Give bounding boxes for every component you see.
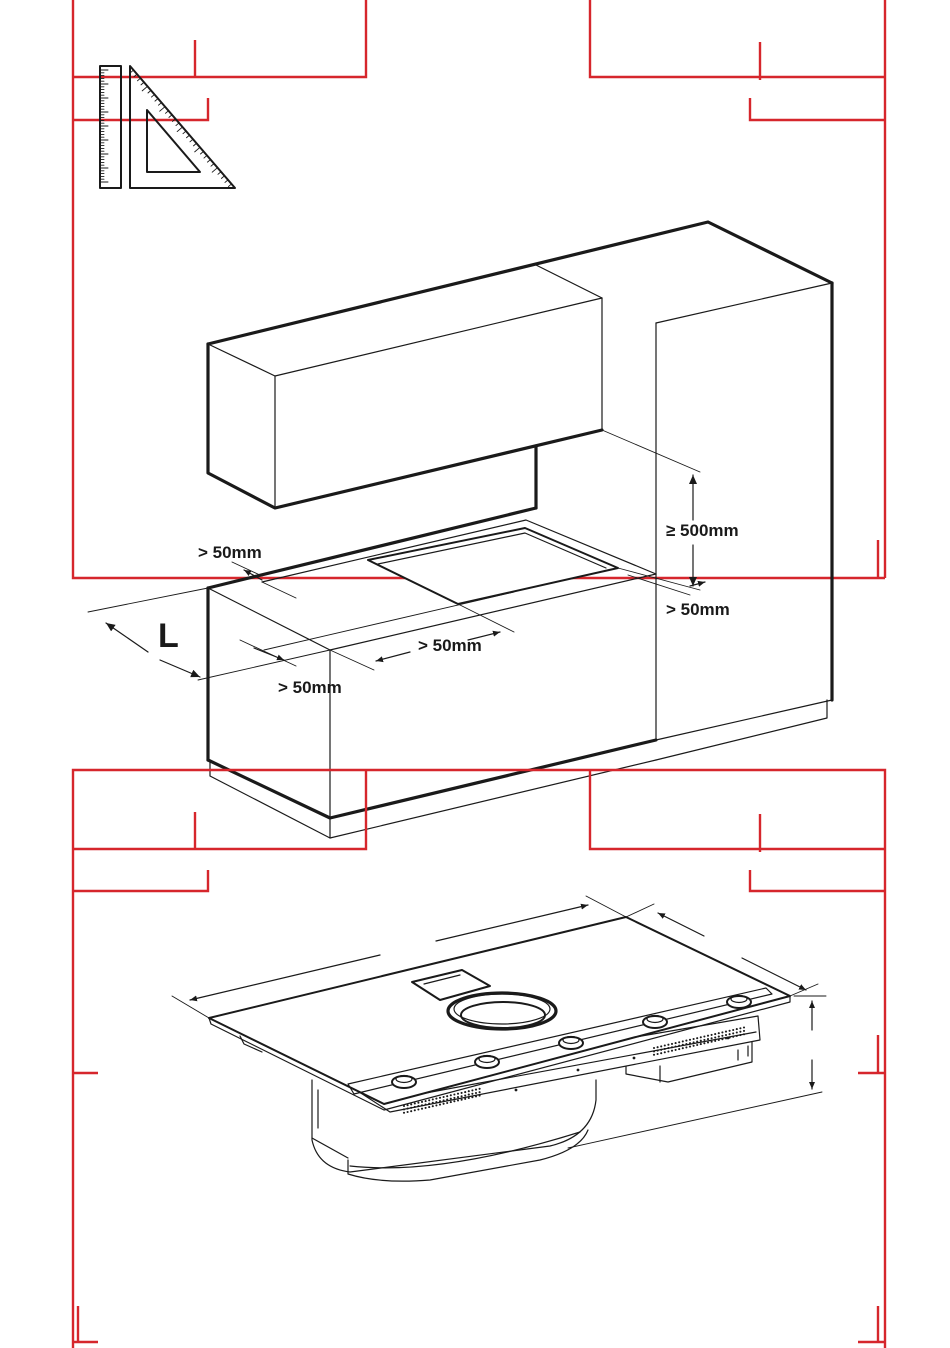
label-clearance-right: > 50mm <box>666 600 730 619</box>
knob-icon <box>643 1016 667 1029</box>
label-clearance-back: > 50mm <box>418 636 482 655</box>
label-clearance-left: > 50mm <box>198 543 262 562</box>
knob-icon <box>559 1037 583 1050</box>
ruler-and-set-square-icon <box>100 66 235 188</box>
label-clearance-height: ≥ 500mm <box>666 521 739 540</box>
hob-extractor-illustration <box>209 917 822 1181</box>
top-panel-frame <box>73 0 885 578</box>
knob-icon <box>727 996 751 1009</box>
knob-icon <box>475 1056 499 1069</box>
label-clearance-front: > 50mm <box>278 678 342 697</box>
knob-icon <box>392 1076 416 1089</box>
label-depth: L <box>158 617 179 655</box>
